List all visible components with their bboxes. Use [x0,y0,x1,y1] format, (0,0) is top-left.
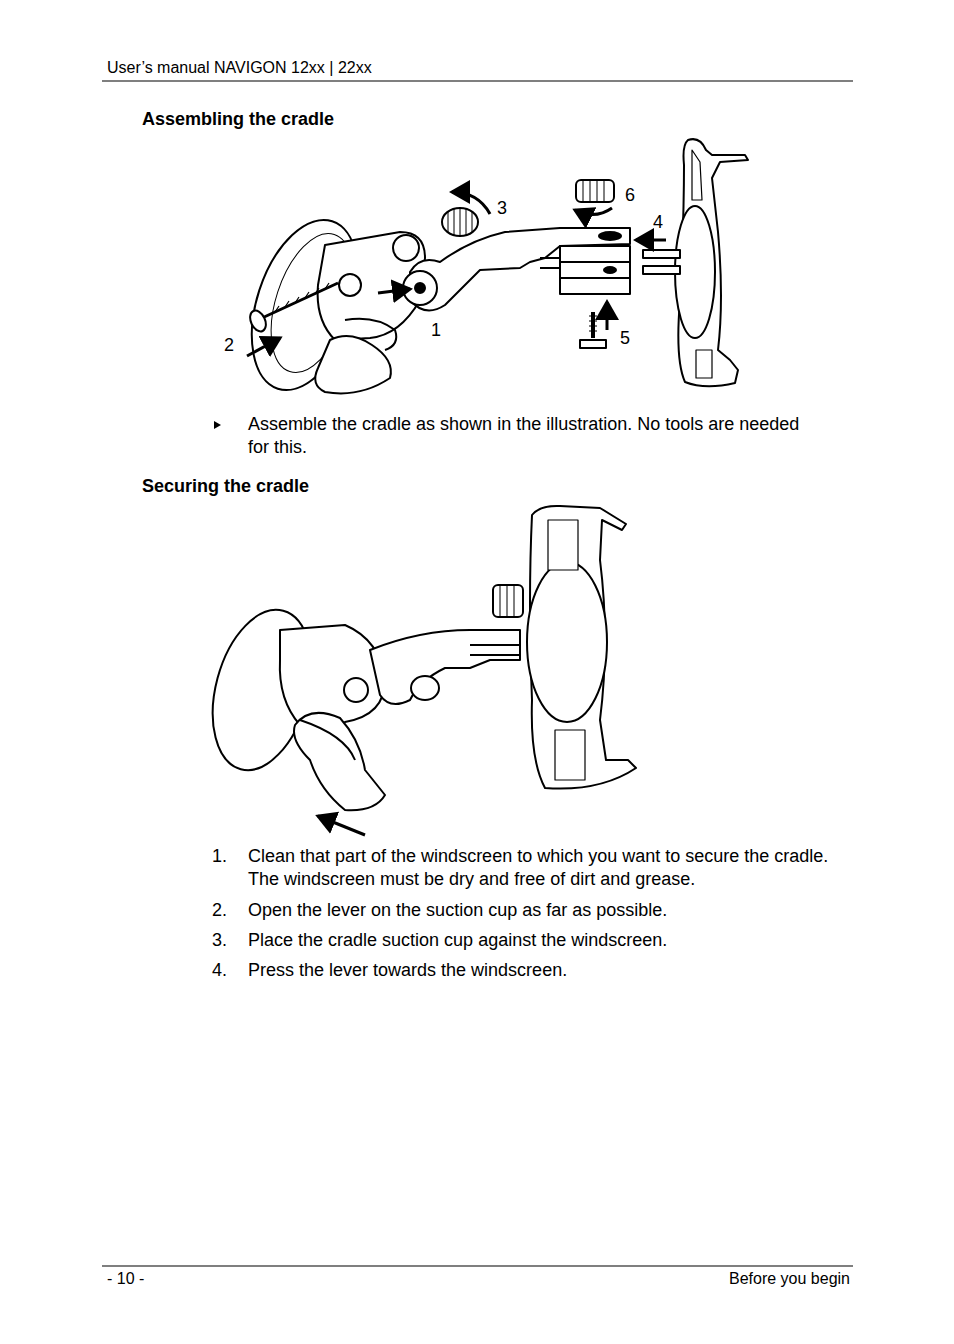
section-heading: Securing the cradle [142,475,309,498]
list-item-text: Press the lever towards the windscreen. [248,959,848,982]
callout-number: 6 [625,184,635,207]
bullet-text: Assemble the cradle as shown in the illu… [248,413,823,459]
section-heading: Assembling the cradle [142,108,334,131]
running-header: User’s manual NAVIGON 12xx | 22xx [107,58,372,78]
assembly-arrows [247,192,666,356]
callout-number: 5 [620,327,630,350]
list-number: 3. [212,929,227,952]
list-item-text: Clean that part of the windscreen to whi… [248,845,848,891]
list-number: 1. [212,845,227,868]
exploded-cradle-drawing [232,139,748,403]
bullet-mark [214,421,221,429]
list-number: 4. [212,959,227,982]
callout-number: 1 [431,319,441,342]
list-item-text: Open the lever on the suction cup as far… [248,899,848,922]
list-number: 2. [212,899,227,922]
callout-number: 2 [224,334,234,357]
list-item-text: Place the cradle suction cup against the… [248,929,848,952]
header-rule [102,80,853,81]
callout-number: 4 [653,211,663,234]
callout-number: 3 [497,197,507,220]
lever-arrow [318,816,365,835]
assembled-cradle-drawing [196,506,636,810]
footer-section: Before you begin [729,1269,850,1289]
footer-rule [102,1265,853,1266]
page-number: - 10 - [107,1269,144,1289]
